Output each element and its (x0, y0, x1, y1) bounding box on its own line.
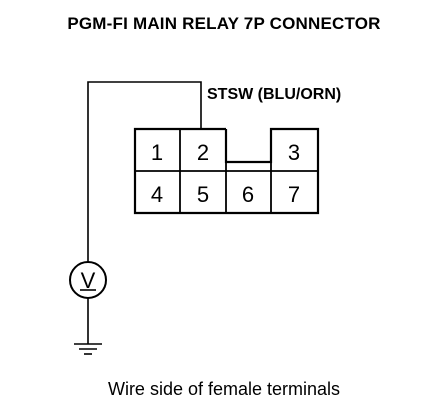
ground-icon (74, 343, 102, 355)
terminal-1: 1 (151, 140, 163, 165)
voltmeter-icon: V (69, 261, 107, 299)
terminal-2: 2 (197, 140, 209, 165)
terminal-5: 5 (197, 182, 209, 207)
terminal-3: 3 (288, 140, 300, 165)
terminal-7: 7 (288, 182, 300, 207)
diagram-caption: Wire side of female terminals (107, 379, 341, 399)
diagram-title: PGM-FI MAIN RELAY 7P CONNECTOR (67, 14, 381, 33)
terminal-grid (135, 129, 318, 213)
voltmeter-symbol: V (81, 268, 96, 293)
terminal-6: 6 (242, 182, 254, 207)
connector-housing (133, 127, 320, 215)
terminal-4: 4 (151, 182, 163, 207)
probe-wire (87, 81, 202, 262)
wire-label-stsw: STSW (BLU/ORN) (207, 86, 342, 103)
